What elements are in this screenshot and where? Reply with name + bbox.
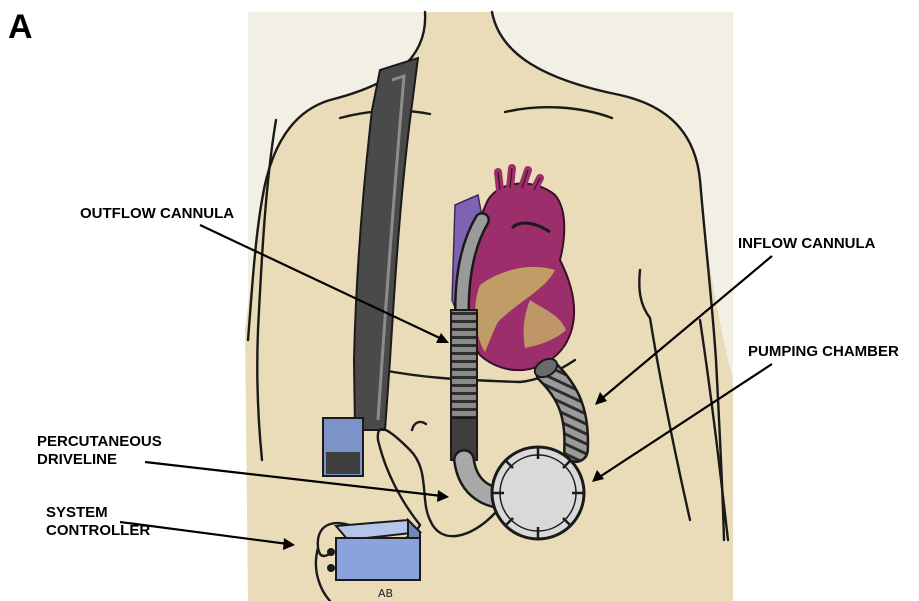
label-pumping-chamber: PUMPING CHAMBER <box>748 343 899 360</box>
label-system: SYSTEM <box>46 504 108 521</box>
label-inflow-cannula: INFLOW CANNULA <box>738 235 876 252</box>
label-percutaneous: PERCUTANEOUS <box>37 433 162 450</box>
artist-initials: AB <box>378 587 393 600</box>
panel-letter: A <box>8 8 33 46</box>
label-driveline: DRIVELINE <box>37 451 117 468</box>
label-outflow-cannula: OUTFLOW CANNULA <box>80 205 234 222</box>
strap-buckle-lower <box>326 452 360 474</box>
system-controller <box>327 520 420 580</box>
